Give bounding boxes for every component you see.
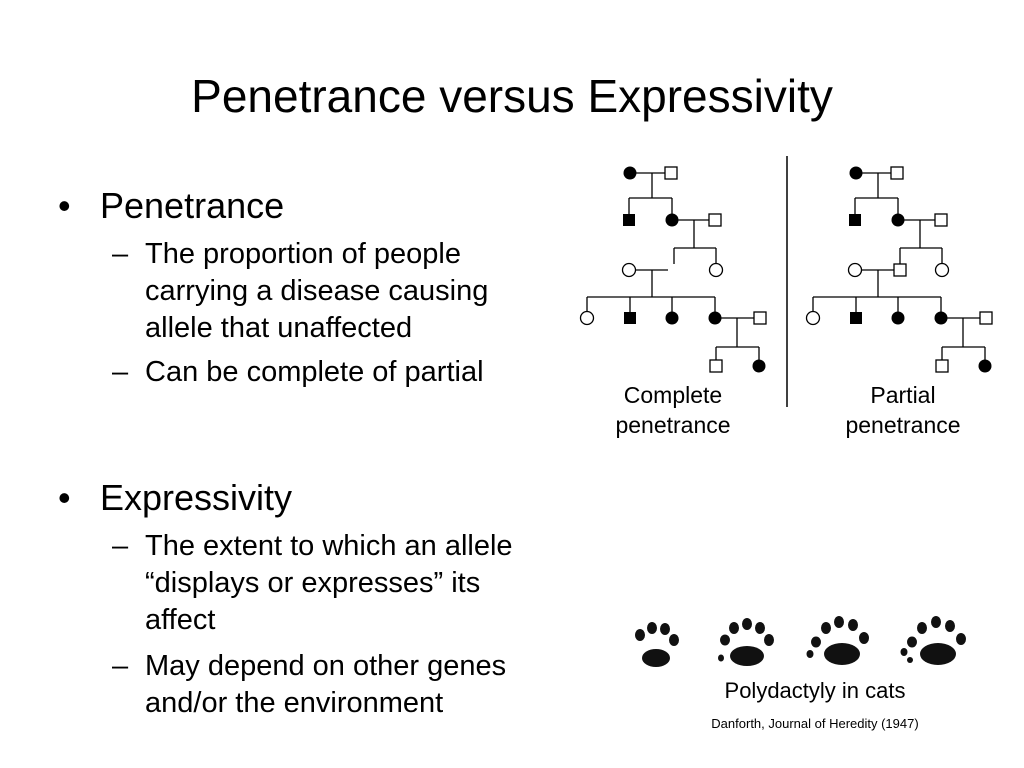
paw-print-icon (806, 616, 869, 665)
sub-bullet-line: carrying a disease causing (145, 275, 489, 307)
paw-print-icon (635, 622, 679, 667)
bullet-label: Expressivity (100, 477, 293, 518)
caption-line: Complete (623, 382, 723, 408)
caption-partial-penetrance: Partial penetrance (828, 380, 978, 440)
dash-marker: – (112, 650, 129, 682)
caption-line: Partial (870, 382, 936, 408)
dash-marker: – (112, 238, 129, 270)
sub-bullet-line: May depend on other genes (145, 650, 507, 682)
sub-bullet-line: Can be complete of partial (145, 356, 484, 388)
caption-complete-penetrance: Complete penetrance (598, 380, 748, 440)
pedigree-partial-penetrance (805, 165, 993, 374)
dash-marker: – (112, 530, 129, 562)
paw-print-icon (718, 618, 774, 666)
sub-bullet-line: “displays or expresses” its (145, 567, 481, 599)
dash-marker: – (112, 356, 129, 388)
paw-prints-figure (635, 616, 966, 667)
sub-bullet-line: affect (145, 604, 216, 636)
bullet-marker: • (58, 477, 71, 518)
slide-title: Penetrance versus Expressivity (191, 70, 833, 122)
bullet-marker: • (58, 185, 71, 226)
sub-bullet-line: and/or the environment (145, 687, 444, 719)
sub-bullet-line: allele that unaffected (145, 312, 413, 344)
sub-bullet-line: The extent to which an allele (145, 530, 513, 562)
paw-print-icon (900, 616, 966, 665)
figure-citation: Danforth, Journal of Heredity (1947) (711, 716, 919, 731)
caption-line: penetrance (845, 412, 961, 438)
caption-line: penetrance (615, 412, 731, 438)
figure-caption: Polydactyly in cats (724, 678, 906, 703)
sub-bullet-line: The proportion of people (145, 238, 461, 270)
pedigree-complete-penetrance (579, 165, 767, 374)
bullet-label: Penetrance (100, 185, 285, 226)
